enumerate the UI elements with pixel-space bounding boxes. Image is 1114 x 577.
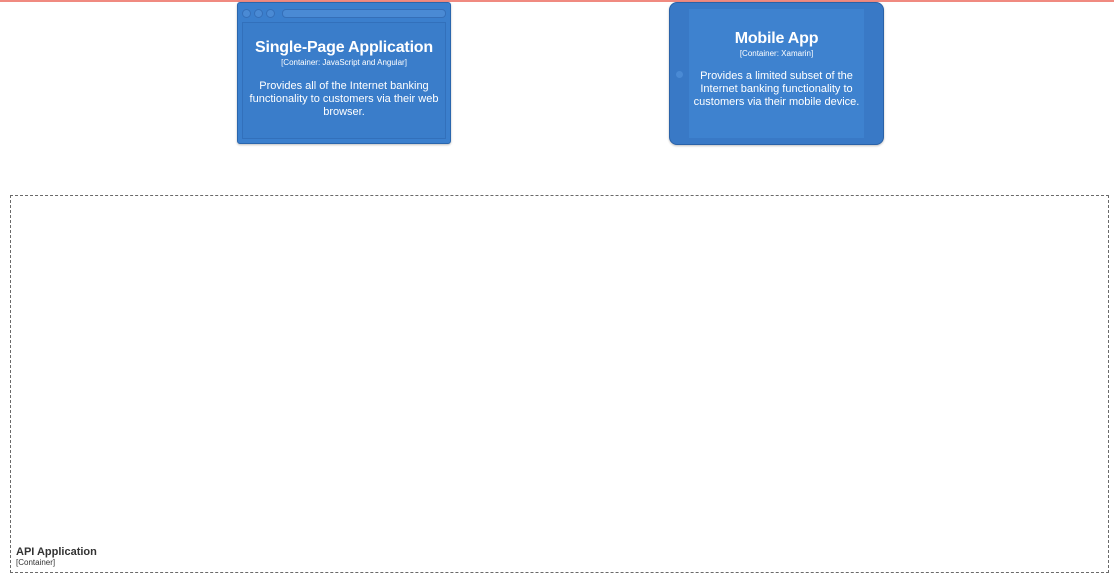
browser-chrome	[242, 7, 446, 19]
container-text: Single-Page Application [Container: Java…	[238, 39, 450, 119]
mobile-screen	[689, 9, 864, 138]
container-description: Provides a limited subset of the Interne…	[693, 70, 860, 108]
container-text: Mobile App [Container: Xamarin] Provides…	[670, 30, 883, 109]
browser-dot-icon	[254, 8, 263, 18]
boundary-name: API Application	[16, 546, 97, 558]
boundary-label: API Application [Container]	[16, 546, 97, 568]
container-description: Provides all of the Internet banking fun…	[249, 80, 439, 118]
boundary-type: [Container]	[16, 558, 56, 567]
container-title: Single-Page Application	[255, 39, 433, 56]
browser-dot-icon	[266, 8, 275, 18]
browser-address-bar	[282, 8, 446, 18]
container-title: Mobile App	[734, 30, 819, 47]
container-technology: [Container: Xamarin]	[739, 49, 814, 58]
container-technology: [Container: JavaScript and Angular]	[281, 58, 407, 67]
top-accent-line	[0, 0, 1114, 2]
container-mobile-app[interactable]: Mobile App [Container: Xamarin] Provides…	[669, 2, 884, 145]
boundary-api-application[interactable]: API Application [Container]	[10, 195, 1109, 573]
container-single-page-application[interactable]: Single-Page Application [Container: Java…	[237, 2, 451, 144]
mobile-home-button-icon	[676, 71, 683, 78]
browser-dot-icon	[242, 8, 251, 18]
browser-viewport	[242, 22, 446, 139]
